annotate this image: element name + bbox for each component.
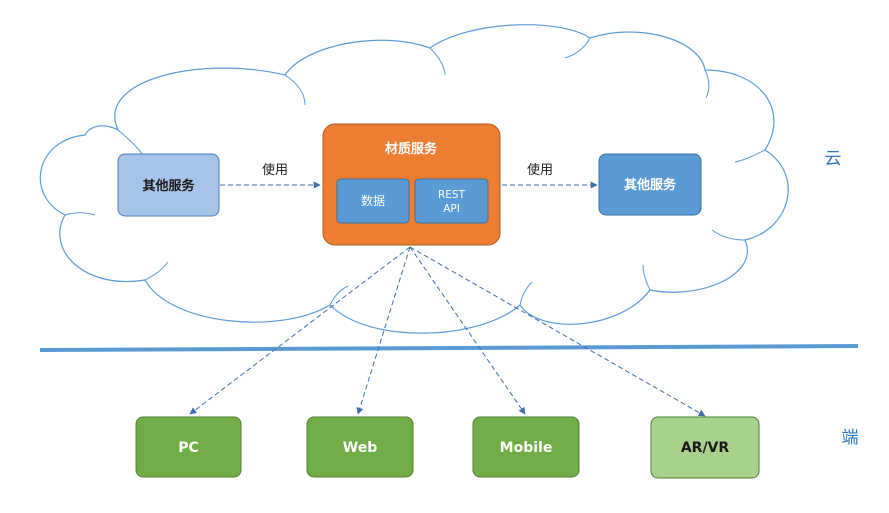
client-zone-label: 端 (842, 428, 859, 448)
material-service-title: 材质服务 (385, 141, 438, 157)
cloud-zone-label: 云 (825, 149, 842, 169)
cloud-lobe (429, 47, 446, 76)
rest-api-label-line1: REST (438, 189, 466, 201)
left-service-box: 其他服务 (117, 153, 220, 217)
client-arvr-box: AR/VR (650, 416, 760, 479)
right-service-label: 其他服务 (624, 177, 677, 193)
cloud-lobe (734, 149, 766, 163)
client-mobile-box: Mobile (472, 416, 580, 478)
cloud-lobe (642, 264, 651, 291)
client-pc-box: PC (135, 416, 242, 478)
material-service-box: 材质服务 数据 REST API (322, 123, 501, 246)
connector-to-arvr (409, 246, 706, 417)
left-use-label: 使用 (262, 162, 288, 178)
cloud-lobe (519, 281, 533, 306)
client-web-box: Web (306, 416, 414, 478)
connector-to-mobile (409, 246, 526, 415)
data-label: 数据 (361, 193, 385, 208)
cloud-lobe (711, 229, 746, 241)
client-pc-label: PC (178, 440, 199, 456)
cloud-lobe (284, 74, 306, 106)
cloud-lobe (329, 285, 349, 306)
client-web-label: Web (343, 440, 377, 456)
connector-to-web (356, 246, 411, 415)
cloud-lobe (64, 212, 96, 216)
cloud-lobe (704, 69, 710, 99)
connector-to-pc (189, 246, 411, 415)
left-service-label: 其他服务 (142, 178, 195, 194)
client-mobile-label: Mobile (500, 440, 553, 456)
cloud-lobe (564, 37, 591, 59)
right-use-label: 使用 (527, 162, 553, 178)
cloud-lobe (144, 261, 169, 281)
right-service-box: 其他服务 (598, 153, 702, 216)
cloud-client-divider (39, 344, 859, 352)
client-arvr-label: AR/VR (681, 440, 730, 456)
rest-api-box (414, 178, 489, 224)
data-box (336, 178, 410, 224)
rest-api-label-line2: API (443, 203, 460, 215)
